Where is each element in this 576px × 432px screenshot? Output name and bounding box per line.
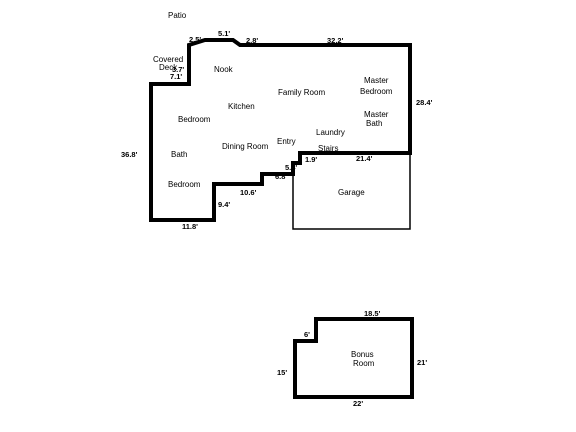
covered-deck-label-2: Deck <box>159 63 178 72</box>
garage-label: Garage <box>338 188 365 197</box>
dimension-label: 6' <box>304 330 310 339</box>
bedroom-1-label: Bedroom <box>178 115 211 124</box>
dimension-label: 9.4' <box>218 200 230 209</box>
laundry-label: Laundry <box>316 128 345 137</box>
family-room-label: Family Room <box>278 88 325 97</box>
dimension-label: 2.5' <box>189 35 201 44</box>
bath-label: Bath <box>171 150 187 159</box>
dimension-label: 7.1' <box>170 72 182 81</box>
master-bedroom-label: Master <box>364 76 389 85</box>
master-bedroom-label-2: Bedroom <box>360 87 393 96</box>
dimension-label: 10.6' <box>240 188 257 197</box>
dining-room-label: Dining Room <box>222 142 269 151</box>
garage-outline <box>292 153 411 230</box>
dimension-label: 5.4' <box>285 163 297 172</box>
bonus-room-label-2: Room <box>353 359 375 368</box>
dimension-label: 21.4' <box>356 154 373 163</box>
stairs-label: Stairs <box>318 144 338 153</box>
master-bath-label: Master <box>364 110 389 119</box>
covered-deck-label: Covered <box>153 55 183 64</box>
dimension-label: 36.8' <box>121 150 138 159</box>
dimension-label: 1.9' <box>305 155 317 164</box>
bonus-room-label: Bonus <box>351 350 374 359</box>
dimension-label: 11.8' <box>182 222 198 231</box>
bonus-room-walls <box>293 317 414 399</box>
entry-label: Entry <box>277 137 296 146</box>
dimension-label: 3.7' <box>172 65 184 74</box>
dimension-label: 6.8' <box>275 172 287 181</box>
dimension-label: 22' <box>353 399 363 408</box>
dimension-label: 15' <box>277 368 287 377</box>
nook-label: Nook <box>214 65 234 74</box>
dimension-label: 18.5' <box>364 309 381 318</box>
dimension-label: 21' <box>417 358 427 367</box>
main-floor-walls <box>149 38 412 222</box>
bedroom-2-label: Bedroom <box>168 180 201 189</box>
master-bath-label-2: Bath <box>366 119 382 128</box>
kitchen-label: Kitchen <box>228 102 255 111</box>
dimension-label: 2.8' <box>246 36 258 45</box>
dimension-label: 28.4' <box>416 98 433 107</box>
patio-label: Patio <box>168 11 187 20</box>
dimension-label: 32.2' <box>327 36 344 45</box>
dimension-label: 5.1' <box>218 29 230 38</box>
